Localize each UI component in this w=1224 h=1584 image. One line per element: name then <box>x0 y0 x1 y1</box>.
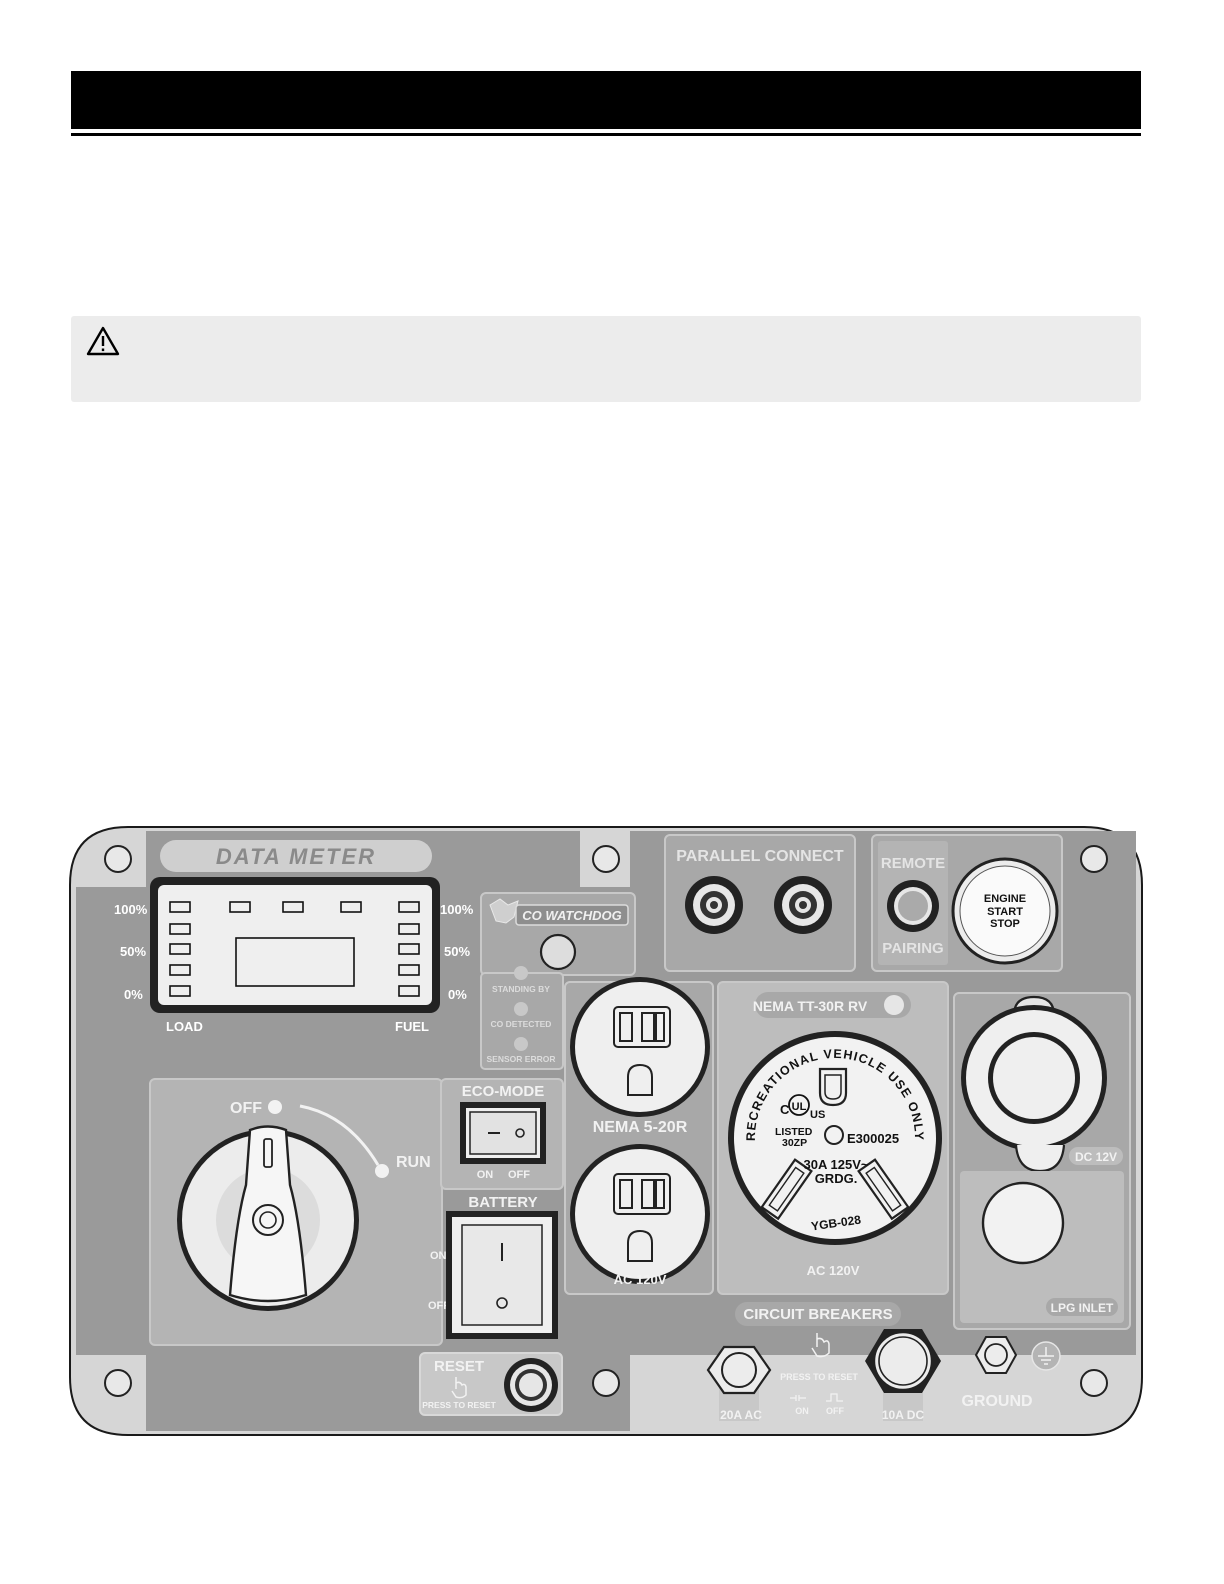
rv-grounding: GRDG. <box>815 1171 858 1186</box>
co-watchdog-logo-banner <box>515 904 629 926</box>
lpg-inlet-label: LPG INLET <box>1051 1301 1114 1315</box>
parallel-connect-module <box>664 834 856 972</box>
lpg-inlet-pill <box>1046 1298 1118 1316</box>
engine-start-stop-button[interactable] <box>951 857 1059 965</box>
engine-label-line3: STOP <box>990 918 1020 930</box>
engine-label-line1: ENGINE <box>984 893 1026 905</box>
standing-by-label: STANDING BY <box>492 984 550 994</box>
data-meter-leds <box>169 901 420 997</box>
left-scale-0: 0% <box>124 987 143 1002</box>
dial-run-label: RUN <box>396 1154 431 1171</box>
co-detected-led <box>514 1002 528 1016</box>
circuit-breakers-label: CIRCUIT BREAKERS <box>743 1306 892 1323</box>
rv-voltage: AC 120V <box>807 1263 860 1278</box>
mounting-screws <box>104 845 1108 1397</box>
eco-on-label: ON <box>477 1169 494 1181</box>
rv-icon <box>884 995 904 1015</box>
right-scale-50: 50% <box>444 944 470 959</box>
battery-off-label: OFF <box>428 1300 450 1312</box>
breaker-10a-dc[interactable] <box>865 1329 941 1421</box>
nema-5-20r-voltage: AC 120V <box>614 1272 667 1287</box>
engine-label-line2: START <box>987 906 1023 918</box>
breaker-on-label: ON <box>795 1406 809 1416</box>
ground-label: GROUND <box>961 1393 1032 1410</box>
fuel-label: FUEL <box>395 1019 429 1034</box>
listing-us: US <box>810 1109 825 1121</box>
circuit-breakers-pill <box>735 1302 901 1326</box>
dial-off-label: OFF <box>230 1100 262 1117</box>
reset-hand-icon <box>451 1377 467 1399</box>
data-meter-title-pill <box>160 840 432 872</box>
breaker-hand-icon <box>811 1333 830 1358</box>
breaker-10a-dc-label: 10A DC <box>882 1408 925 1422</box>
control-panel-diagram: DATA METER 100% 50% 0% 100% 50% 0% LOAD … <box>69 826 1143 1436</box>
right-scale-0: 0% <box>448 987 467 1002</box>
data-meter-title: DATA METER <box>216 844 376 869</box>
ul-mark-circle <box>788 1094 810 1116</box>
rv-model: YGB-028 <box>810 1213 862 1234</box>
rv-label-pill <box>755 992 911 1018</box>
dial-run-dot <box>375 1164 389 1178</box>
eco-off-label: OFF <box>508 1169 530 1181</box>
rv-outlet-label: NEMA TT-30R RV <box>753 998 868 1014</box>
eco-mode-label: ECO-MODE <box>462 1083 545 1100</box>
parallel-terminal-left[interactable] <box>685 876 743 934</box>
lpg-inlet-cap[interactable] <box>981 1181 1065 1265</box>
battery-switch[interactable] <box>446 1211 558 1339</box>
sensor-error-led <box>514 1037 528 1051</box>
fuel-engine-dial[interactable] <box>177 1125 359 1312</box>
dc-12v-pill <box>1069 1147 1123 1165</box>
warning-triangle-icon <box>86 326 120 356</box>
data-meter-display <box>235 937 355 987</box>
ground-symbol-icon <box>1031 1341 1061 1371</box>
load-label: LOAD <box>166 1019 203 1034</box>
dc-12v-outlet[interactable] <box>961 995 1107 1173</box>
left-scale-100: 100% <box>114 902 148 917</box>
nema-5-20r-label: NEMA 5-20R <box>593 1119 688 1136</box>
outlet-5-20r-lower[interactable] <box>570 1144 710 1284</box>
section-header-rule <box>71 133 1141 136</box>
file-number: E300025 <box>847 1131 899 1146</box>
battery-label: BATTERY <box>468 1194 537 1211</box>
remote-pairing-button[interactable] <box>887 880 939 932</box>
listing-c: C <box>780 1102 790 1117</box>
sensor-error-label: SENSOR ERROR <box>487 1054 556 1064</box>
breaker-on-symbol <box>790 1395 806 1401</box>
dial-arc <box>299 1104 380 1166</box>
reset-button[interactable] <box>504 1358 558 1412</box>
parallel-connect-label: PARALLEL CONNECT <box>676 848 844 865</box>
listed-code: 30ZP <box>782 1137 807 1149</box>
co-watchdog-test-button[interactable] <box>539 933 577 971</box>
dc-12v-label: DC 12V <box>1075 1150 1117 1164</box>
rv-outlet-face[interactable] <box>728 1031 942 1245</box>
eco-mode-switch[interactable] <box>460 1102 546 1164</box>
listing-ul: UL <box>792 1101 807 1113</box>
reset-press-label: PRESS TO RESET <box>422 1400 496 1410</box>
right-scale-100: 100% <box>440 902 474 917</box>
battery-on-label: ON <box>430 1250 447 1262</box>
ground-terminal[interactable] <box>974 1336 1018 1374</box>
breaker-20a-ac[interactable] <box>706 1345 772 1421</box>
reset-label: RESET <box>434 1358 484 1375</box>
breaker-20a-ac-label: 20A AC <box>720 1408 762 1422</box>
parallel-terminal-right[interactable] <box>774 876 832 934</box>
warning-box <box>71 316 1141 402</box>
remote-label: REMOTE <box>881 855 945 872</box>
dial-off-dot <box>268 1100 282 1114</box>
breaker-press-label: PRESS TO RESET <box>780 1372 858 1382</box>
co-watchdog-logo-text: CO WATCHDOG <box>522 908 621 923</box>
left-scale-50: 50% <box>120 944 146 959</box>
rv-rating: 30A 125V~ <box>804 1157 869 1172</box>
pairing-label: PAIRING <box>882 940 943 957</box>
breaker-off-label: OFF <box>826 1406 844 1416</box>
listed-label: LISTED <box>775 1126 813 1138</box>
section-header-bar <box>71 71 1141 129</box>
co-detected-label: CO DETECTED <box>491 1019 552 1029</box>
standing-by-led <box>514 966 528 980</box>
outlet-5-20r-upper[interactable] <box>570 977 710 1117</box>
breaker-off-symbol <box>826 1393 843 1402</box>
